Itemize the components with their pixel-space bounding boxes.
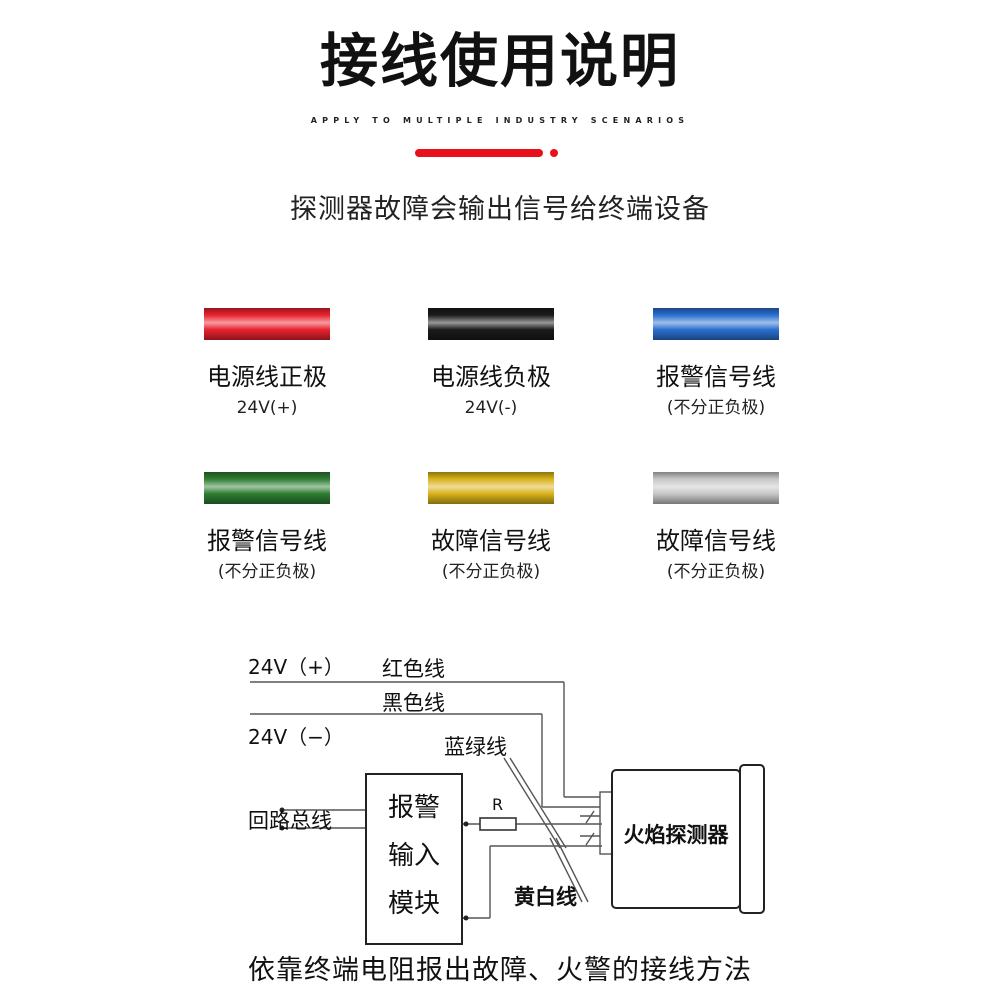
accent-bar xyxy=(415,149,543,157)
red-wire-label: 红色线 xyxy=(382,657,445,681)
wire-note: (不分正负极) xyxy=(666,398,766,418)
v-plus-label: 24V（+） xyxy=(248,655,344,679)
resistor-label: R xyxy=(492,795,503,814)
page-subtitle: APPLY TO MULTIPLE INDUSTRY SCENARIOS xyxy=(310,116,690,125)
v-minus-label: 24V（−） xyxy=(248,725,344,749)
module-label-line2: 输入 xyxy=(388,841,440,871)
module-label-line3: 模块 xyxy=(388,889,440,919)
wire-card-green: 报警信号线 (不分正负极) xyxy=(152,472,382,584)
wire-swatch-white xyxy=(653,472,779,504)
wire-name: 故障信号线 xyxy=(431,527,551,555)
loop-bus-label: 回路总线 xyxy=(248,809,332,833)
wire-name: 报警信号线 xyxy=(207,527,327,555)
wire-swatch-black xyxy=(428,308,554,340)
wire-card-yellow: 故障信号线 (不分正负极) xyxy=(376,472,606,584)
wire-name: 电源线正极 xyxy=(207,363,327,391)
blue-green-wire-label: 蓝绿线 xyxy=(444,735,507,759)
flame-detector-cap xyxy=(739,764,765,914)
wire-swatch-blue xyxy=(653,308,779,340)
wire-card-white: 故障信号线 (不分正负极) xyxy=(601,472,831,584)
wire-card-black: 电源线负极 24V(-) xyxy=(376,308,606,420)
intro-text: 探测器故障会输出信号给终端设备 xyxy=(290,194,710,225)
wire-note: (不分正负极) xyxy=(217,562,317,582)
wire-note: (不分正负极) xyxy=(666,562,766,582)
detector-label: 火焰探测器 xyxy=(624,823,730,847)
wire-note: 24V(+) xyxy=(236,398,298,418)
wire-note: (不分正负极) xyxy=(441,562,541,582)
wiring-diagram: 24V（+） 24V（−） 红色线 黑色线 蓝绿线 黄白线 R 回路总线 报警 … xyxy=(248,655,765,945)
resistor-icon xyxy=(479,817,517,831)
wire-swatch-yellow xyxy=(428,472,554,504)
wire-card-red: 电源线正极 24V(+) xyxy=(152,308,382,420)
wire-name: 报警信号线 xyxy=(656,363,776,391)
wire-swatch-red xyxy=(204,308,330,340)
wire-swatch-green xyxy=(204,472,330,504)
wire-note: 24V(-) xyxy=(464,398,518,418)
alarm-input-module-box xyxy=(365,773,463,945)
wire-name: 故障信号线 xyxy=(656,527,776,555)
wire-name: 电源线负极 xyxy=(431,363,551,391)
accent-dot xyxy=(550,149,558,157)
wire-card-blue: 报警信号线 (不分正负极) xyxy=(601,308,831,420)
diagram-caption: 依靠终端电阻报出故障、火警的接线方法 xyxy=(248,955,752,986)
yellow-white-wire-label: 黄白线 xyxy=(514,885,577,909)
page-title: 接线使用说明 xyxy=(319,27,680,95)
black-wire-label: 黑色线 xyxy=(382,691,445,715)
module-label-line1: 报警 xyxy=(388,793,440,823)
